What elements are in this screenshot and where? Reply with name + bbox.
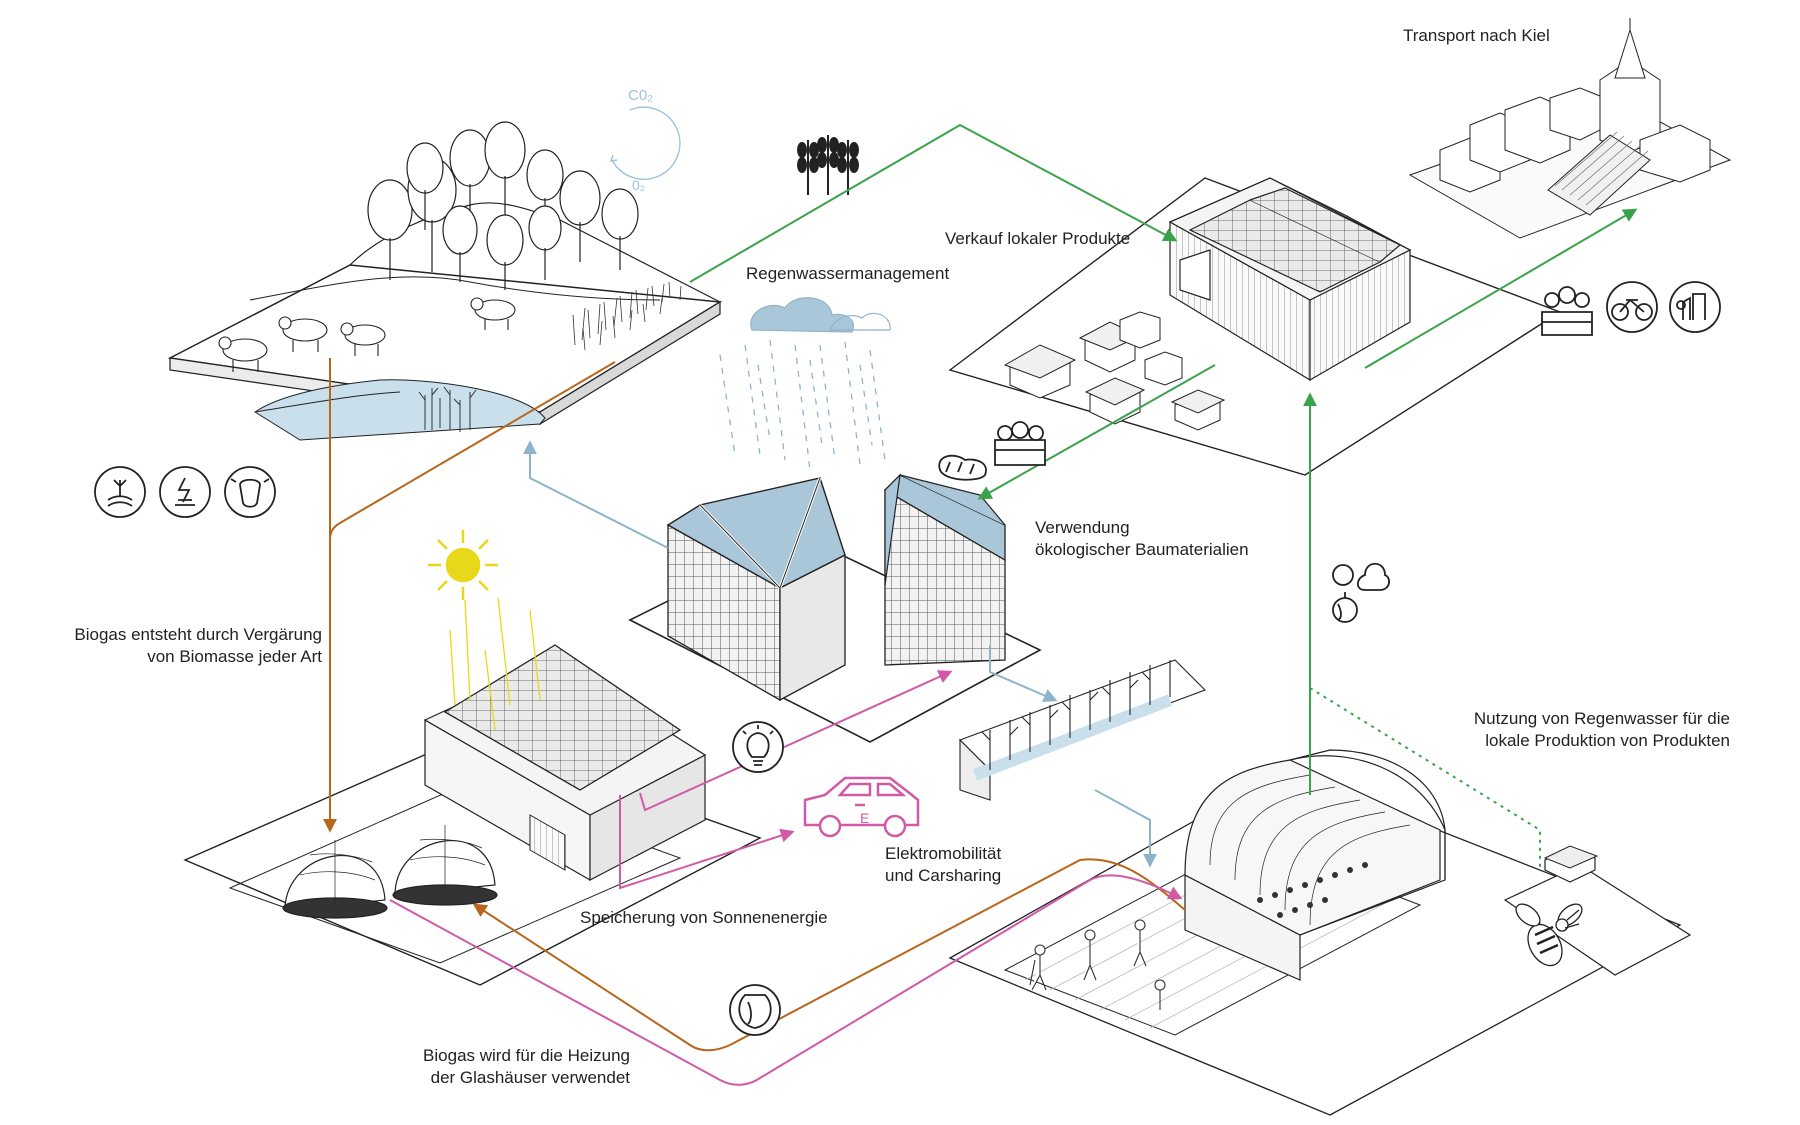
flow-building-to-pond (523, 440, 669, 549)
market-stalls (1003, 311, 1226, 431)
flow-solar-to-building (639, 670, 953, 812)
flow-building-to-bed (989, 645, 1058, 702)
sun-icon (428, 530, 498, 600)
co2-text: C0₂ (628, 87, 653, 104)
vegetables-icon (1332, 562, 1391, 623)
label-regenwasser: Regenwassermanagement (746, 264, 950, 283)
cows (218, 297, 516, 372)
central-building (628, 473, 1042, 743)
flow-market-to-building (977, 364, 1216, 500)
label-verkauf: Verkauf lokaler Produkte (945, 229, 1131, 248)
label-biogas-entsteht-2: von Biomasse jeder Art (147, 647, 322, 666)
cow-icon (224, 466, 276, 518)
city-kiel (1408, 18, 1732, 239)
market-hall (1168, 177, 1412, 382)
biogas-domes (282, 825, 498, 919)
label-baumaterial-2: ökologischer Baumaterialien (1035, 540, 1249, 559)
compost-icon (729, 984, 781, 1036)
flow-pond-brown (329, 361, 616, 541)
bread-vegetables-icon (938, 421, 1046, 481)
flow-rainwater-dotted (1309, 687, 1541, 870)
bicycle-icon (1606, 281, 1658, 333)
label-biogas-heizung-2: der Glashäuser verwendet (430, 1068, 630, 1087)
flow-bed-to-greenhouse (1094, 789, 1157, 868)
label-nutzung-2: lokale Produktion von Produkten (1485, 731, 1730, 750)
plant-bed (959, 659, 1206, 801)
label-speicherung: Speicherung von Sonnenenergie (580, 908, 828, 927)
label-nutzung-1: Nutzung von Regenwasser für die (1473, 709, 1730, 728)
electric-car-icon (803, 776, 920, 838)
biogas-energy-icon (159, 466, 211, 518)
flow-solar-to-car (619, 795, 795, 890)
lightbulb-icon (732, 721, 784, 773)
flow-market-to-kiel (1364, 208, 1638, 369)
rain (719, 339, 886, 471)
car-letter: E (860, 810, 869, 826)
greenhouse (1184, 749, 1446, 981)
flow-domes-to-greenhouse (389, 874, 1183, 1086)
agriculture-icon (94, 466, 146, 518)
market-plot (948, 177, 1562, 476)
forest-trees (367, 121, 639, 290)
sun-rays (449, 597, 541, 731)
label-elektro-1: Elektromobilität (885, 844, 1002, 863)
label-transport-kiel: Transport nach Kiel (1403, 26, 1550, 45)
flow-farm-to-market (689, 123, 1178, 283)
co2-cycle-icon (609, 106, 681, 180)
label-baumaterial-1: Verwendung (1035, 518, 1130, 537)
greenhouse-plot (948, 749, 1682, 1116)
city-icon (1669, 281, 1721, 333)
farm-workers (1029, 919, 1166, 1010)
o2-text: 0₂ (632, 177, 645, 193)
label-biogas-entsteht-1: Biogas entsteht durch Vergärung (74, 625, 322, 644)
label-biogas-heizung-1: Biogas wird für die Heizung (423, 1046, 630, 1065)
farmland-plot (167, 121, 723, 441)
label-elektro-2: und Carsharing (885, 866, 1002, 885)
wheat-icon (797, 135, 859, 195)
solar-building (183, 644, 762, 986)
bee-icon (1515, 903, 1583, 967)
food-crate-icon (1541, 286, 1593, 336)
cloud-icon (750, 297, 891, 333)
bee-plot (1503, 845, 1692, 976)
